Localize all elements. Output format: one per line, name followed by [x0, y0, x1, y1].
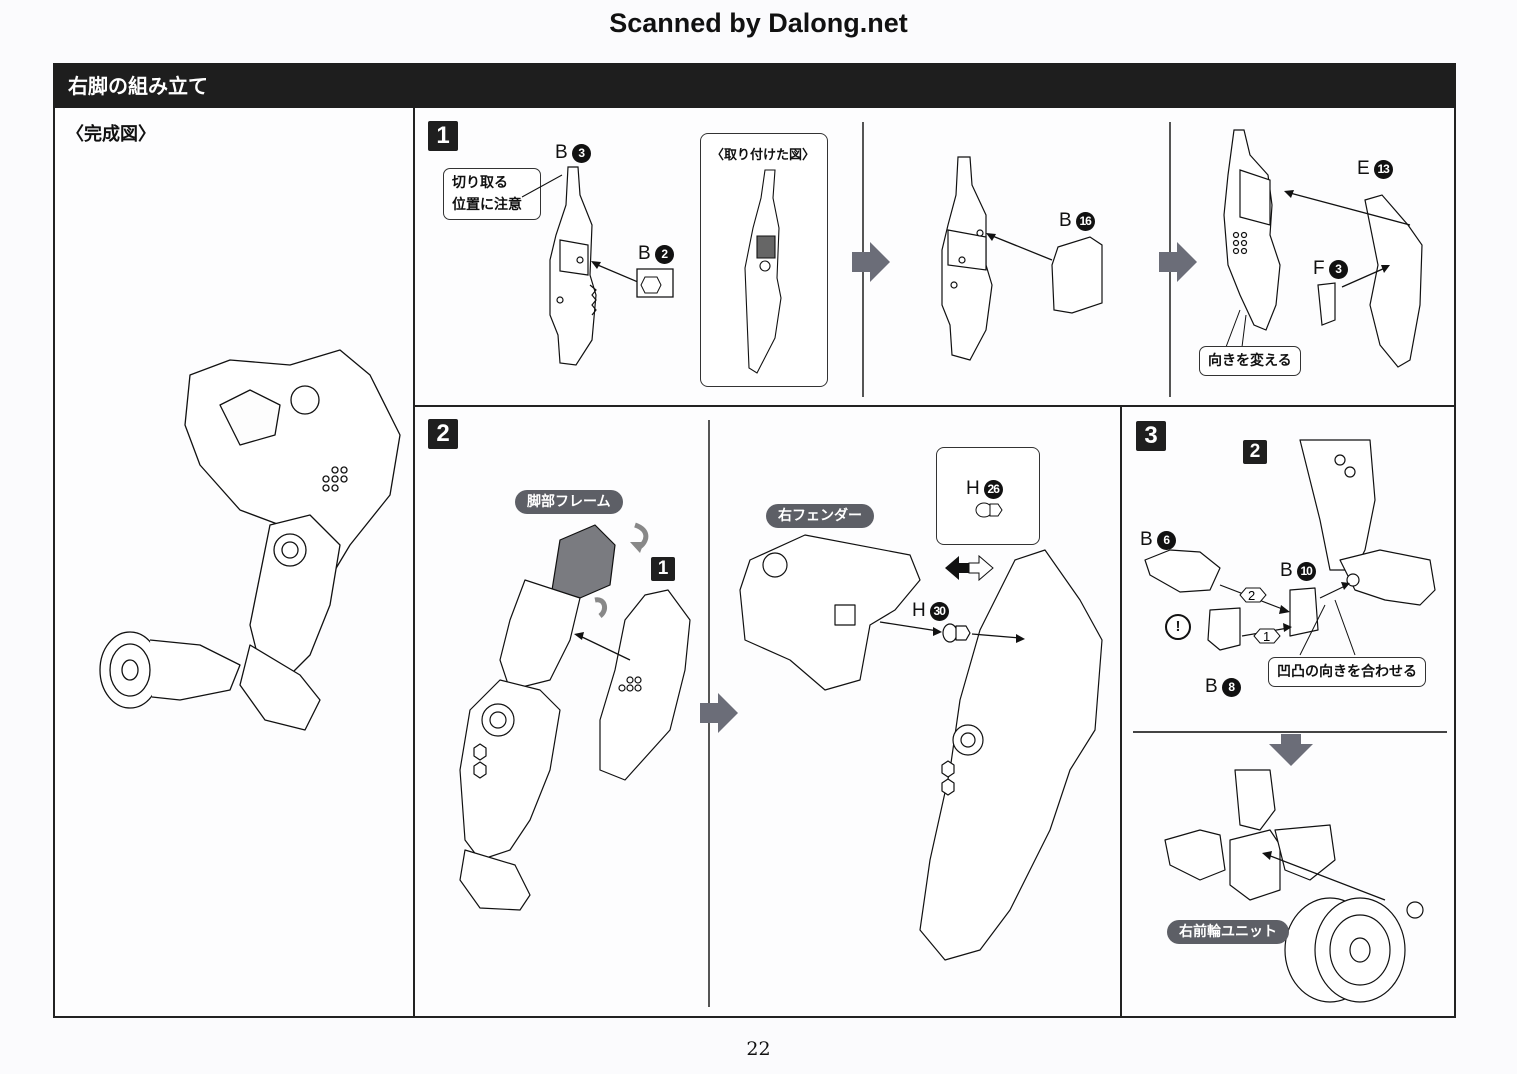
attached-part-illustration [735, 168, 795, 378]
next-step-arrow-icon [1159, 242, 1197, 282]
assembly-arrow [593, 263, 645, 285]
completed-view-label: 〈完成図〉 [66, 124, 156, 145]
divider-completed-view [413, 108, 415, 1018]
page-number: 22 [746, 1038, 771, 1060]
part-label-b16: B 16 [1059, 210, 1095, 232]
caution-icon: ! [1165, 614, 1191, 640]
cut-position-callout: 切り取る 位置に注意 [443, 168, 541, 220]
part-letter: E [1357, 158, 1370, 179]
part-letter: H [966, 478, 980, 499]
wheel-unit-assembly-illustration [1160, 770, 1450, 1010]
part-number-badge: 3 [571, 143, 591, 163]
assembly-arrow [580, 636, 630, 660]
leg-frame-assembly-illustration [440, 520, 700, 960]
part-h26-illustration [972, 500, 1012, 520]
part-number-badge: 8 [1221, 677, 1241, 697]
part-label-e13: E 13 [1357, 158, 1393, 180]
part-number-badge: 13 [1373, 159, 1393, 179]
part-b3-illustration [530, 165, 610, 375]
part-number-badge: 16 [1075, 211, 1095, 231]
assembly-arrow [972, 634, 1020, 638]
part-b2-illustration [591, 261, 685, 315]
part-label-h26: H 26 [966, 478, 1003, 500]
part-letter: B [638, 243, 651, 264]
part-number-badge: 2 [654, 244, 674, 264]
right-front-wheel-unit-label: 右前輪ユニット [1167, 920, 1289, 944]
order-number-2: 2 [1248, 588, 1255, 603]
step-3-badge: 3 [1136, 421, 1166, 451]
section-title: 右脚の組み立て [68, 74, 208, 98]
part-letter: B [1205, 676, 1218, 697]
part-label-b2: B 2 [638, 243, 674, 265]
part-label-b6: B 6 [1140, 529, 1176, 551]
divider-step3-left [1120, 405, 1122, 1018]
part-number-badge: 10 [1296, 561, 1316, 581]
part-number-badge: 3 [1328, 259, 1348, 279]
foot-parts-assembly-illustration: 2 1 [1140, 440, 1450, 670]
part-letter: B [1280, 560, 1293, 581]
scan-credit: Scanned by Dalong.net [609, 8, 908, 38]
assembly-arrow [1320, 586, 1345, 598]
step3-subdivider [1133, 731, 1447, 733]
part-label-h30: H 30 [912, 600, 949, 622]
step-1-reference-badge: 1 [651, 557, 675, 581]
order-number-1: 1 [1263, 629, 1270, 644]
part-label-b10: B 10 [1280, 560, 1316, 582]
change-orientation-callout: 向きを変える [1199, 346, 1301, 376]
part-number-badge: 30 [929, 601, 949, 621]
down-arrow-icon [1269, 734, 1313, 766]
part-e13-f3-assembly-illustration [1210, 125, 1440, 395]
part-label-b3: B 3 [555, 142, 591, 164]
part-letter: B [1059, 210, 1072, 231]
leg-frame-label: 脚部フレーム [515, 490, 623, 514]
part-b16-assembly-illustration [930, 155, 1120, 370]
next-step-arrow-icon [700, 693, 738, 733]
assembly-arrow [1268, 855, 1385, 900]
assembly-arrow [1342, 268, 1385, 287]
divider-step1-bottom [413, 405, 1456, 407]
step-2-badge: 2 [428, 419, 458, 449]
next-step-arrow-icon [852, 242, 890, 282]
part-number-badge: 26 [983, 479, 1003, 499]
section-title-bar [53, 63, 1456, 108]
assembly-arrow [990, 235, 1052, 260]
part-label-f3: F 3 [1313, 258, 1348, 280]
part-number-badge: 6 [1156, 530, 1176, 550]
step-2-reference-badge: 2 [1243, 440, 1267, 464]
part-letter: B [1140, 529, 1153, 550]
part-letter: B [555, 142, 568, 163]
part-label-b8: B 8 [1205, 676, 1241, 698]
swap-parts-icon [945, 553, 995, 583]
assembly-arrow [880, 622, 938, 631]
fender-assembly-illustration [730, 530, 1110, 980]
align-notch-callout: 凹凸の向きを合わせる [1268, 657, 1426, 687]
part-letter: F [1313, 258, 1325, 279]
step-1-badge: 1 [428, 121, 458, 151]
attached-view-title: 〈取り付けた図〉 [710, 148, 815, 163]
callout-line-1: 切り取る [452, 175, 508, 191]
right-fender-label: 右フェンダー [766, 504, 874, 528]
part-letter: H [912, 600, 926, 621]
assembly-arrow [1290, 193, 1410, 225]
completed-leg-illustration [90, 345, 410, 740]
callout-line-2: 位置に注意 [452, 197, 522, 213]
order-marker-1 [1254, 629, 1280, 643]
rotate-arrow-icon [595, 600, 605, 616]
order-marker-2 [1240, 588, 1266, 602]
